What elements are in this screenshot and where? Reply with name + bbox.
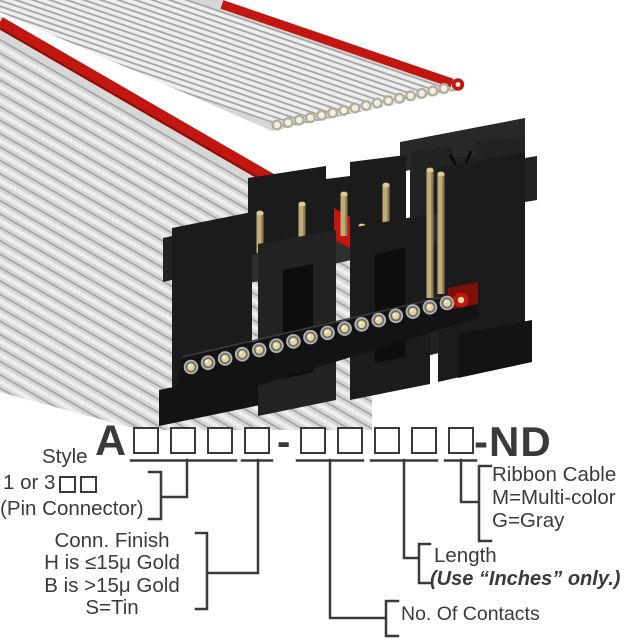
length-label: Length: [434, 544, 497, 567]
style-connector-line: [147, 458, 189, 521]
part-number-digit-box: [244, 427, 270, 454]
pin-connector-note: (Pin Connector): [0, 497, 144, 520]
connector-bottom-strip: [172, 290, 478, 412]
connector-contacts: [183, 292, 469, 375]
length-connector-line: [402, 458, 432, 585]
style-option-box: [80, 475, 98, 493]
tall-center-pins: [426, 167, 445, 298]
conn-finish-title: Conn. Finish: [54, 529, 170, 552]
ribbon-cable-connector-line: [459, 458, 493, 543]
part-number-digit-box: [374, 427, 400, 454]
upper-red-stripe: [220, 0, 454, 88]
part-number-digit-box: [300, 427, 326, 454]
conn-finish-option-s: S=Tin: [85, 596, 139, 620]
upper-cable-ribs: [0, 0, 458, 130]
ribbon-cable-label: Ribbon Cable M=Multi-color G=Gray: [492, 463, 616, 532]
part-number-separator: -: [277, 420, 291, 464]
part-number-prefix: A: [95, 417, 127, 465]
conn-finish-label: Conn. Finish H is ≤15μ Gold B is >15μ Go…: [11, 529, 213, 620]
ribbon-cable-option-m: M=Multi-color: [492, 486, 616, 509]
style-option-box: [59, 475, 77, 493]
upper-ribbon-cable-image: [0, 0, 465, 131]
part-number-digit-box: [133, 427, 159, 454]
part-number-digit-box: [411, 427, 437, 454]
ribbon-cable-title: Ribbon Cable: [492, 463, 617, 486]
part-number-suffix: -ND: [474, 418, 552, 465]
conn-finish-option-h: H is ≤15μ Gold: [44, 551, 180, 575]
part-number-digit-box: [207, 427, 233, 454]
part-number-digit-box: [448, 427, 474, 454]
style-option-line: 1 or 3: [3, 471, 98, 495]
length-note: (Use “Inches” only.): [430, 568, 621, 590]
conn-finish-connector-line: [194, 458, 260, 611]
part-number-digit-box: [337, 427, 363, 454]
idc-connector-image: [159, 118, 537, 426]
part-number-digit-box: [170, 427, 196, 454]
no-of-contacts-connector-line: [328, 458, 400, 638]
exposed-wire-tips: [271, 78, 465, 131]
no-of-contacts-label: No. Of Contacts: [401, 603, 540, 625]
ribbon-cable-option-g: G=Gray: [492, 509, 565, 532]
style-label: Style: [42, 445, 88, 468]
conn-finish-option-b: B is >15μ Gold: [44, 573, 180, 597]
style-option-text: 1 or 3: [3, 471, 56, 494]
